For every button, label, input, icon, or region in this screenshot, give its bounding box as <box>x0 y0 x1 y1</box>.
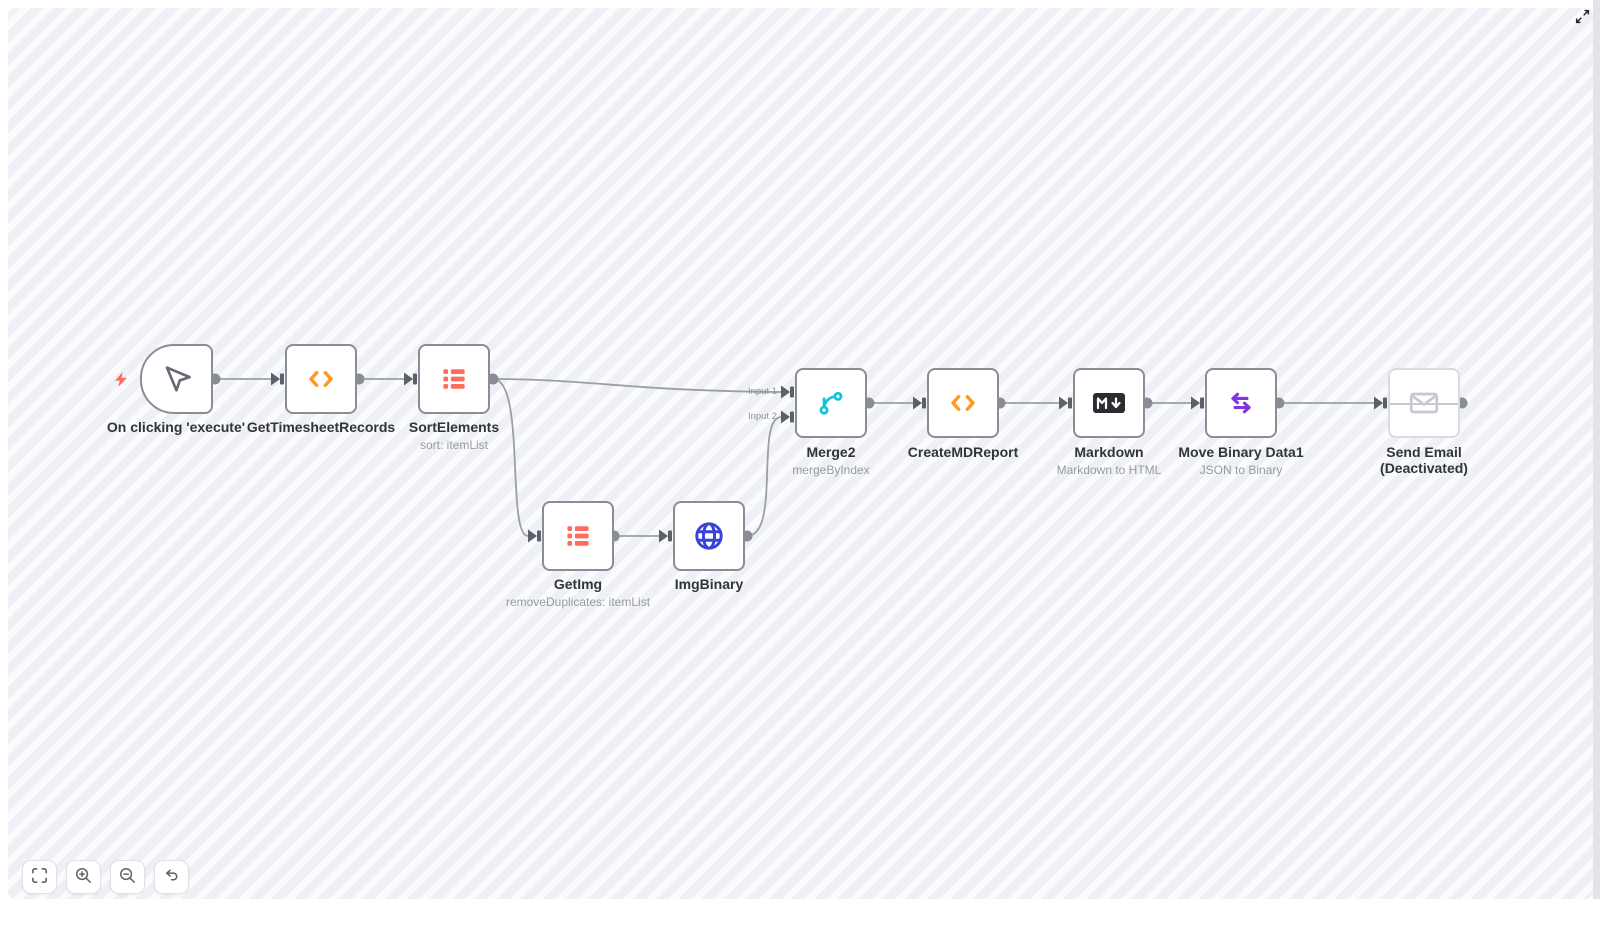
envelope-icon <box>1406 385 1442 421</box>
connection[interactable] <box>746 416 782 537</box>
fit-view-button[interactable] <box>22 860 57 894</box>
node-gettimesheetrecords[interactable] <box>285 344 357 414</box>
connection[interactable] <box>492 378 782 393</box>
merge-input1-label: Input 1 <box>747 386 777 397</box>
node-imgbinary[interactable] <box>673 501 745 571</box>
node-label: Move Binary Data1 JSON to Binary <box>1121 444 1361 477</box>
node-move-binary-data1[interactable] <box>1205 368 1277 438</box>
node-subtitle: JSON to Binary <box>1199 463 1283 477</box>
node-name: GetTimesheetRecords <box>246 419 396 435</box>
canvas-controls <box>22 860 189 894</box>
node-name: Markdown <box>1074 444 1144 460</box>
node-name: Send Email <box>1386 444 1462 460</box>
code-icon <box>948 388 978 418</box>
node-label: ImgBinary <box>589 576 829 592</box>
expand-diagonal-icon <box>1574 8 1591 28</box>
node-name: SortElements <box>408 419 500 435</box>
node-on-clicking-execute[interactable] <box>140 344 213 414</box>
node-label: Markdown Markdown to HTML <box>989 444 1229 477</box>
node-getimg[interactable] <box>542 501 614 571</box>
scrollbar[interactable] <box>1593 0 1600 899</box>
node-merge2[interactable] <box>795 368 867 438</box>
zoom-in-icon <box>74 866 93 888</box>
merge-icon <box>815 387 847 419</box>
transfer-arrows-icon <box>1225 387 1257 419</box>
node-label: Send Email (Deactivated) <box>1304 444 1544 476</box>
zoom-in-button[interactable] <box>66 860 101 894</box>
node-send-email[interactable] <box>1388 368 1460 438</box>
expand-button[interactable] <box>1570 6 1594 30</box>
zoom-out-button[interactable] <box>110 860 145 894</box>
connection[interactable] <box>492 378 529 537</box>
node-label: CreateMDReport <box>843 444 1083 460</box>
item-list-icon <box>439 364 469 394</box>
node-subtitle: mergeByIndex <box>792 463 870 477</box>
node-subtitle: sort: itemList <box>419 438 488 452</box>
undo-icon <box>162 866 181 888</box>
mouse-pointer-icon <box>161 363 193 395</box>
node-name: GetImg <box>553 576 603 592</box>
merge-input2-label: Input 2 <box>747 411 777 422</box>
node-name-line2: (Deactivated) <box>1380 460 1468 476</box>
node-subtitle: Markdown to HTML <box>1056 463 1162 477</box>
node-label: GetTimesheetRecords <box>201 419 441 435</box>
trigger-bolt-icon <box>115 372 127 387</box>
node-name: Move Binary Data1 <box>1178 444 1304 460</box>
node-createmdreport[interactable] <box>927 368 999 438</box>
node-label: Merge2 mergeByIndex <box>711 444 951 477</box>
globe-icon <box>692 519 726 553</box>
workflow-canvas[interactable] <box>8 8 1593 899</box>
node-name: Merge2 <box>806 444 856 460</box>
node-subtitle: removeDuplicates: itemList <box>505 595 651 609</box>
connection-lines[interactable] <box>215 378 1374 537</box>
output-port[interactable] <box>487 373 499 385</box>
node-markdown[interactable] <box>1073 368 1145 438</box>
code-icon <box>306 364 336 394</box>
markdown-icon <box>1090 389 1128 417</box>
item-list-icon <box>563 521 593 551</box>
node-name: ImgBinary <box>674 576 744 592</box>
input-ports[interactable] <box>271 372 1387 543</box>
fit-view-icon <box>30 866 49 888</box>
node-label: SortElements sort: itemList <box>334 419 574 452</box>
node-name: CreateMDReport <box>907 444 1019 460</box>
undo-button[interactable] <box>154 860 189 894</box>
node-sortelements[interactable] <box>418 344 490 414</box>
zoom-out-icon <box>118 866 137 888</box>
node-label: On clicking 'execute' <box>56 419 296 435</box>
node-label: GetImg removeDuplicates: itemList <box>458 576 698 609</box>
node-name: On clicking 'execute' <box>106 419 246 435</box>
